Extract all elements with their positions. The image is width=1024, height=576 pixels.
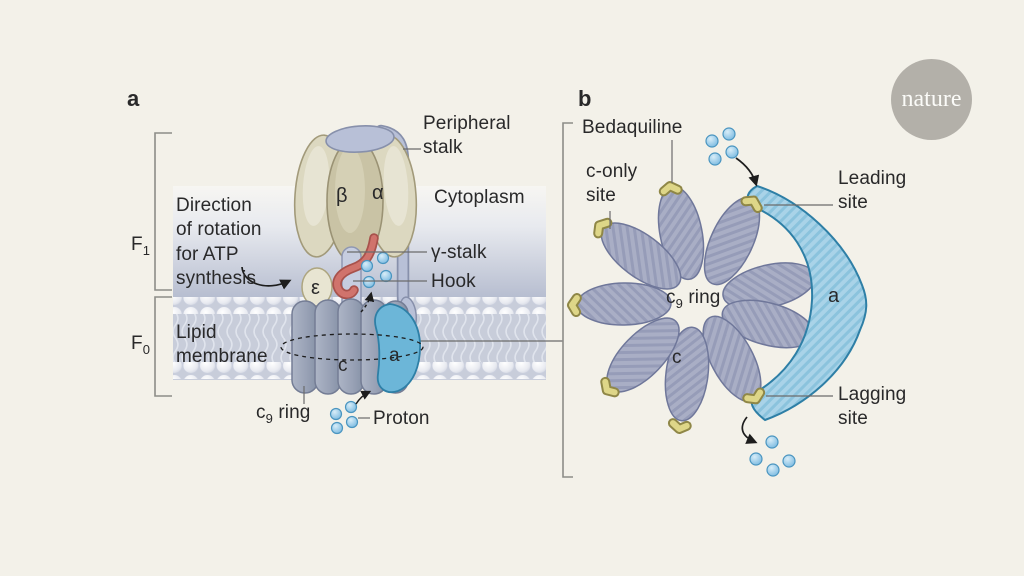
rotation-direction-arrow xyxy=(241,266,292,290)
f0-base: F xyxy=(131,333,143,354)
bedaquiline-molecules xyxy=(567,181,766,434)
lobe-highlight xyxy=(335,147,365,233)
epsilon-subunit-label: ε xyxy=(311,277,321,299)
leading-site-label: Leading site xyxy=(838,168,907,214)
a-subunit-crescent xyxy=(746,184,868,422)
c-ring-top-view xyxy=(567,127,868,477)
proton-label: Proton xyxy=(373,408,430,429)
c-subunit-petal xyxy=(576,282,672,326)
proton-in-arrow-b xyxy=(735,157,760,187)
cytoplasm-label: Cytoplasm xyxy=(434,187,525,208)
lipid-membrane-label: Lipid membrane xyxy=(176,322,268,368)
proton-entry-arrow xyxy=(355,390,372,405)
proton-dots-top-b xyxy=(705,127,739,166)
a-subunit-label-a: a xyxy=(389,345,400,366)
panel-b-letter: b xyxy=(578,86,592,111)
f1-bracket xyxy=(154,132,172,291)
f0-sub: 0 xyxy=(142,341,151,357)
leader-lines-b xyxy=(609,140,833,397)
f1-sub: 1 xyxy=(142,242,151,258)
a-subunit-side xyxy=(374,303,421,393)
alpha-subunit-label: α xyxy=(372,182,384,204)
c9-base-b: c xyxy=(666,287,676,308)
c9-ring-label-b: c9 ring xyxy=(666,286,720,310)
peripheral-stalk-cap xyxy=(325,125,395,153)
c-subunit-label-a: c xyxy=(338,355,348,376)
c-subunit-petal xyxy=(664,326,710,422)
hook-shape xyxy=(334,235,377,298)
a-subunit-label-b: a xyxy=(828,285,840,307)
panel-b-bracket xyxy=(562,122,573,478)
c9-post-b: ring xyxy=(682,287,721,308)
nature-logo: nature xyxy=(891,59,972,140)
c9-sub-b: 9 xyxy=(675,295,683,311)
proton-dots-bottom-b xyxy=(749,435,796,477)
proton-path-arrow-up xyxy=(360,291,375,313)
c9-post: ring xyxy=(272,402,311,423)
rotation-dashed-ellipse xyxy=(280,333,424,361)
atp-synthase-side-view xyxy=(241,124,427,435)
gamma-stalk-label: γ-stalk xyxy=(431,242,487,263)
proton-dots-hook xyxy=(360,251,393,289)
f1-label: F1 xyxy=(131,233,150,257)
lagging-site-label: Lagging site xyxy=(838,384,907,430)
lobe-highlight xyxy=(302,146,330,226)
c-subunit-label-b: c xyxy=(672,347,682,368)
c9-ring-label-a: c9 ring xyxy=(256,401,310,425)
rotation-direction-label: Direction of rotation for ATP synthesis xyxy=(176,195,262,289)
nature-logo-text: nature xyxy=(901,86,962,112)
c9-base: c xyxy=(256,402,266,423)
panel-a-letter: a xyxy=(127,86,140,111)
peripheral-stalk-label: Peripheral stalk xyxy=(423,113,511,159)
c-only-site-label: c-only site xyxy=(586,161,638,207)
proton-dots-bottom xyxy=(329,400,359,435)
c9-sub: 9 xyxy=(265,410,273,426)
f0-label: F0 xyxy=(131,332,150,356)
lobe-highlight xyxy=(383,146,409,226)
hook-label: Hook xyxy=(431,271,476,292)
leader-lines-a xyxy=(303,148,427,419)
proton-out-arrow-b xyxy=(741,416,758,444)
beta-subunit-label: β xyxy=(336,185,348,207)
f0-bracket xyxy=(154,296,172,397)
bedaquiline-label: Bedaquiline xyxy=(582,117,683,138)
f1-base: F xyxy=(131,234,143,255)
